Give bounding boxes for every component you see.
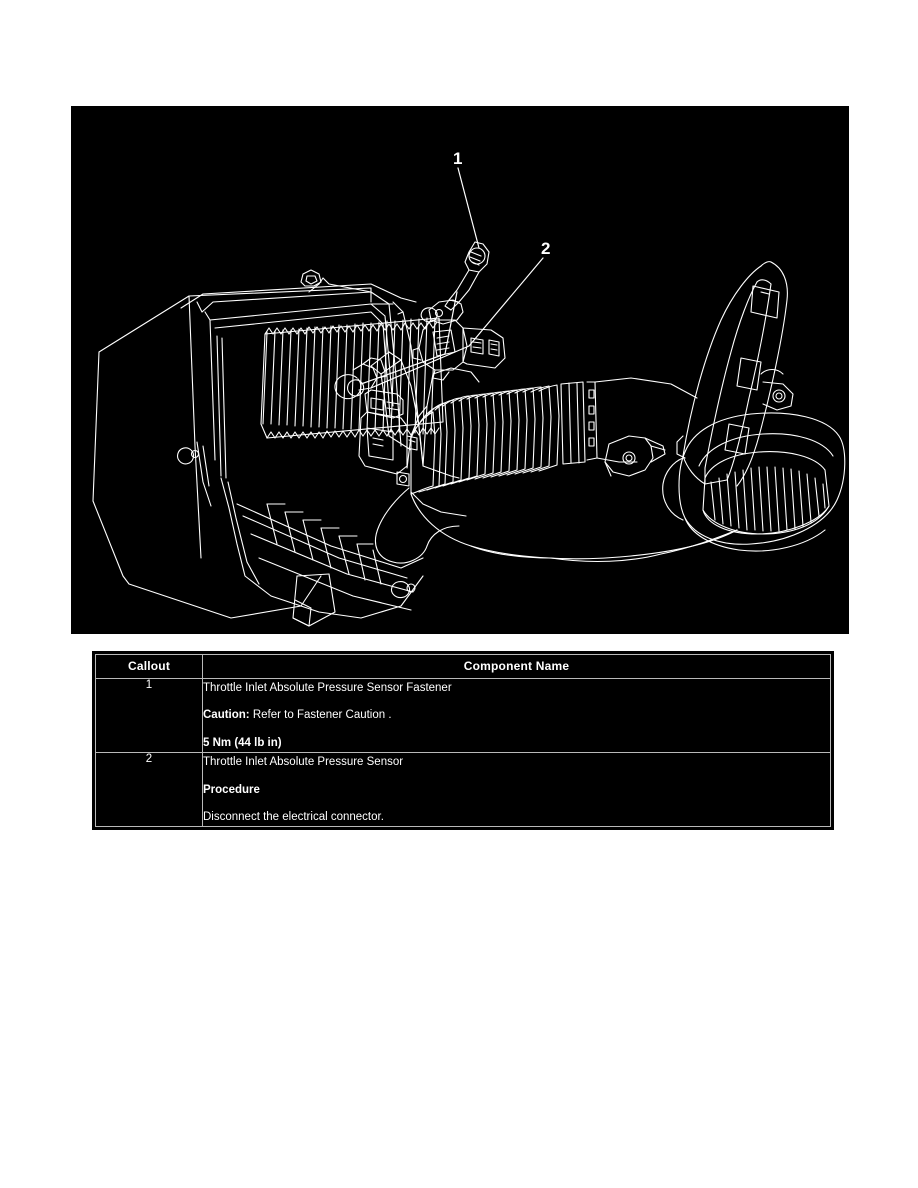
callout-number-1: 1 xyxy=(453,149,462,168)
leader-line-1 xyxy=(457,167,480,249)
sensor-mount-boss xyxy=(334,357,418,487)
procedure-step-line: Disconnect the electrical connector. xyxy=(203,810,384,823)
leader-line-fastener-align xyxy=(444,291,458,355)
technical-illustration: 1 2 xyxy=(92,149,846,627)
procedure-label: Procedure xyxy=(203,783,260,796)
component-name-line: Throttle Inlet Absolute Pressure Sensor xyxy=(203,756,404,769)
cell-callout-number: 2 xyxy=(95,752,203,828)
leader-lines xyxy=(360,167,544,389)
table-header-row: Callout Component Name xyxy=(95,654,831,679)
column-header-component-name: Component Name xyxy=(202,654,831,679)
engine-cover xyxy=(676,261,794,487)
column-header-callout: Callout xyxy=(95,654,203,679)
component-name-line: Throttle Inlet Absolute Pressure Sensor … xyxy=(203,682,452,694)
cell-component-name: Throttle Inlet Absolute Pressure Sensor … xyxy=(202,677,831,754)
corrugated-air-duct xyxy=(406,377,698,517)
throttle-inlet-absolute-pressure-sensor xyxy=(412,299,506,381)
table-row: 2 Throttle Inlet Absolute Pressure Senso… xyxy=(95,752,831,828)
cell-callout-number: 1 xyxy=(95,677,203,754)
air-cleaner-housing xyxy=(92,269,424,627)
caution-line: Caution: Refer to Fastener Caution . xyxy=(203,697,830,724)
sensor-wire xyxy=(375,487,460,564)
callout-table: Callout Component Name 1 Throttle Inlet … xyxy=(95,654,831,828)
torque-spec-line: 5 Nm (44 lb in) xyxy=(203,736,282,749)
mounting-bracket xyxy=(604,435,666,477)
caution-text: Refer to Fastener Caution . xyxy=(249,709,392,722)
cell-component-name: Throttle Inlet Absolute Pressure Sensor … xyxy=(202,752,831,828)
leader-line-2 xyxy=(468,257,544,347)
illustration-panel: 1 2 xyxy=(71,106,849,634)
callout-table-container: Callout Component Name 1 Throttle Inlet … xyxy=(92,651,834,831)
leader-line-fastener-to-boss xyxy=(360,353,446,385)
air-filter-element xyxy=(260,317,444,439)
table-row: 1 Throttle Inlet Absolute Pressure Senso… xyxy=(95,677,831,754)
caution-label: Caution: xyxy=(203,709,250,722)
leader-line-sensor-to-mount xyxy=(370,345,470,389)
callout-number-2: 2 xyxy=(541,239,550,258)
throttle-body-assembly xyxy=(662,412,846,552)
lower-duct-hose xyxy=(410,493,738,563)
